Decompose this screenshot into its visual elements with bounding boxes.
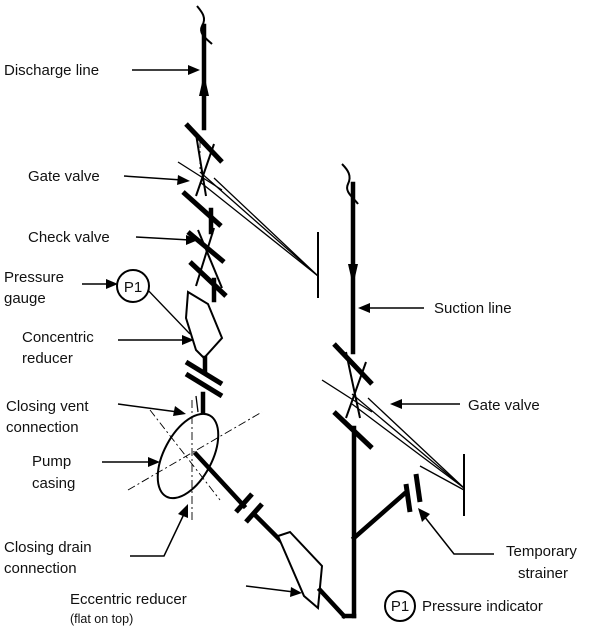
label-closing-vent-2: connection: [6, 419, 79, 436]
label-eccentric-reducer: Eccentric reducer: [70, 591, 187, 608]
legend-circle: [384, 590, 416, 622]
label-gate-valve-top: Gate valve: [28, 168, 100, 185]
label-pressure-gauge-2: gauge: [4, 290, 46, 307]
temporary-strainer: [350, 465, 465, 542]
label-temporary-strainer-1: Temporary: [506, 543, 577, 560]
label-concentric-reducer-2: reducer: [22, 350, 73, 367]
leader-arrows: [82, 65, 494, 597]
label-eccentric-reducer-note: (flat on top): [70, 612, 133, 626]
label-discharge-line: Discharge line: [4, 62, 99, 79]
pressure-gauge: P1: [116, 269, 150, 303]
pressure-gauge-circle: [116, 269, 150, 303]
label-concentric-reducer-1: Concentric: [22, 329, 94, 346]
label-suction-line: Suction line: [434, 300, 512, 317]
label-pump-casing-1: Pump: [32, 453, 71, 470]
label-gate-valve-right: Gate valve: [468, 397, 540, 414]
label-pump-casing-2: casing: [32, 475, 75, 492]
labels: Discharge line Gate valve Check valve Pr…: [4, 62, 577, 626]
suction-horizontal-pipe: [192, 450, 357, 620]
label-pressure-gauge-1: Pressure: [4, 269, 64, 286]
label-closing-drain-1: Closing drain: [4, 539, 92, 556]
label-temporary-strainer-2: strainer: [518, 565, 568, 582]
gauge-tag: P1: [124, 279, 142, 296]
label-check-valve: Check valve: [28, 229, 110, 246]
flow-down-arrow: [348, 264, 358, 286]
label-closing-vent-1: Closing vent: [6, 398, 89, 415]
concentric-reducer: [143, 285, 224, 360]
gate-valve-right: [321, 342, 465, 516]
suction-pipe: [341, 163, 359, 619]
discharge-flange: [184, 355, 224, 415]
label-closing-drain-2: connection: [4, 560, 77, 577]
flow-up-arrow: [199, 74, 209, 96]
legend-tag: P1: [391, 598, 409, 615]
gate-valve-top: [177, 122, 319, 298]
legend-text: Pressure indicator: [422, 598, 543, 615]
check-valve: [186, 227, 228, 298]
legend: P1 Pressure indicator: [384, 590, 543, 622]
